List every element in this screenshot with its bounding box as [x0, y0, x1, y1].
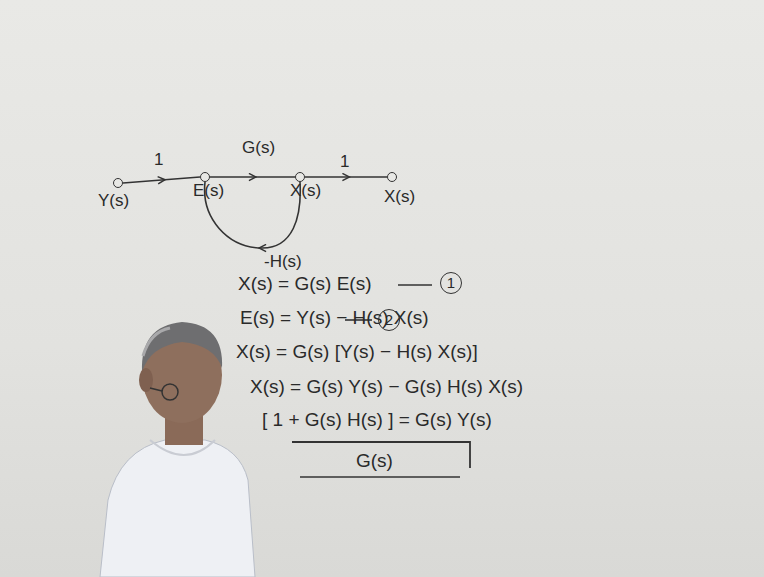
graph-node: X(s) — [387, 172, 397, 182]
fraction-bar — [300, 476, 460, 477]
graph-node: Y(s) — [113, 178, 123, 188]
node-label: X(s) — [384, 187, 415, 207]
equation: X(s) = G(s) Y(s) − G(s) H(s) X(s) — [250, 376, 523, 398]
graph-node: X(s) — [295, 172, 305, 182]
node-label: E(s) — [193, 181, 224, 201]
equation: G(s) — [356, 450, 393, 472]
equation-number: 2 — [378, 309, 400, 331]
branch-gain: 1 — [338, 152, 351, 172]
signal-branch — [210, 176, 295, 178]
branch-gain: G(s) — [240, 138, 277, 158]
equation: X(s) = G(s) E(s) — [238, 273, 372, 295]
equation-number: 1 — [440, 272, 462, 294]
branch-gain: 1 — [152, 150, 165, 170]
graph-node: E(s) — [200, 172, 210, 182]
signal-branch — [305, 176, 387, 178]
node-label: X(s) — [290, 181, 321, 201]
signal-branch — [123, 177, 200, 183]
equation: E(s) = Y(s) − H(s) X(s) — [240, 307, 429, 329]
equation: [ 1 + G(s) H(s) ] = G(s) Y(s) — [262, 409, 492, 431]
branch-gain: -H(s) — [262, 252, 304, 272]
node-label: Y(s) — [98, 191, 129, 211]
lecturer — [100, 322, 255, 577]
dash-mark — [398, 284, 432, 286]
equation: X(s) = G(s) [Y(s) − H(s) X(s)] — [236, 341, 478, 363]
